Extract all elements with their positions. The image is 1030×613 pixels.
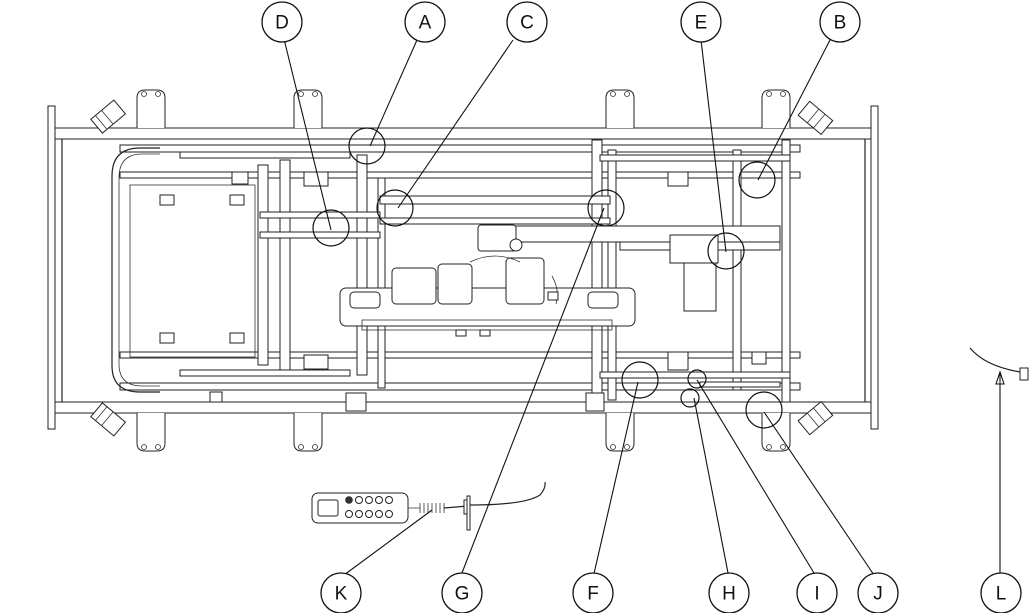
detail-circle-i — [687, 369, 707, 389]
callout-label-e: E — [695, 13, 708, 34]
callout-d: D — [261, 1, 303, 43]
detail-circle-d — [312, 209, 350, 247]
callout-k: K — [320, 572, 362, 613]
callout-b: B — [819, 1, 861, 43]
callout-label-g: G — [455, 584, 470, 605]
power-cable — [969, 347, 1029, 381]
detail-circles — [312, 127, 783, 429]
detail-circle-f — [621, 361, 659, 399]
callout-i: I — [796, 572, 838, 613]
callout-label-h: H — [722, 584, 736, 605]
detail-circle-b — [738, 161, 776, 199]
callout-label-f: F — [587, 584, 599, 605]
detail-circle-h — [680, 388, 700, 408]
bed-legs — [90, 89, 834, 452]
callout-a: A — [404, 1, 446, 43]
detail-circle-g — [587, 189, 625, 227]
callout-c: C — [506, 1, 548, 43]
callout-label-k: K — [335, 584, 348, 605]
callout-label-l: L — [996, 584, 1007, 605]
callout-h: H — [708, 572, 750, 613]
hand-control — [311, 481, 546, 531]
callout-label-d: D — [275, 13, 289, 34]
detail-circle-e — [707, 232, 745, 270]
callout-label-j: J — [873, 584, 883, 605]
detail-circle-c — [376, 189, 414, 227]
callout-label-i: I — [814, 584, 819, 605]
detail-circle-j — [745, 391, 783, 429]
callout-l: L — [980, 572, 1022, 613]
callout-label-a: A — [419, 13, 432, 34]
callout-f: F — [572, 572, 614, 613]
callout-label-b: B — [834, 13, 847, 34]
bed-frame — [47, 105, 879, 430]
callout-j: J — [857, 572, 899, 613]
callout-g: G — [441, 572, 483, 613]
callout-e: E — [680, 1, 722, 43]
leader-lines — [283, 38, 1005, 579]
callout-label-c: C — [520, 13, 534, 34]
detail-circle-a — [348, 127, 386, 165]
